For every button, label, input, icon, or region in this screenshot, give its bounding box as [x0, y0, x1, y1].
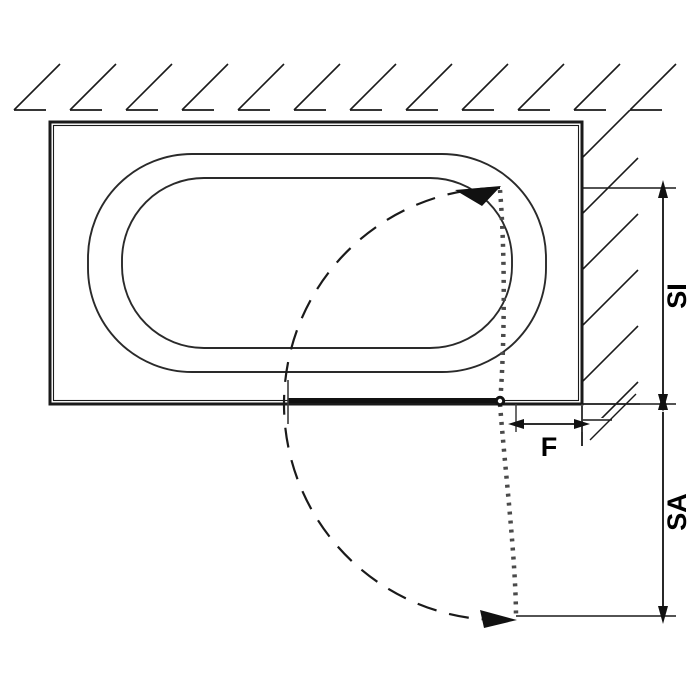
sa-arrowhead-bottom: [658, 606, 668, 624]
si-dimension-label: SI: [662, 283, 692, 309]
sa-dimension-label: SA: [662, 493, 692, 531]
f-arrowhead-right: [574, 419, 590, 429]
screen-open-position-upper: [497, 189, 506, 405]
top-wall-hatching: [13, 63, 677, 111]
screen-swing-arc: [282, 186, 501, 622]
sa-arrowhead-top: [658, 392, 668, 410]
bathtub-rim-contour: [87, 153, 547, 373]
dimension-f: F: [508, 404, 590, 462]
swing-arc-arrowhead-bottom: [480, 610, 517, 628]
screen-pivot-point-center: [497, 398, 503, 404]
screen-open-position-lower: [497, 403, 519, 619]
f-arrowhead-left: [508, 419, 524, 429]
bathtub-basin-contour: [121, 177, 513, 349]
dimension-si: SI: [582, 180, 692, 412]
swing-arc-arrowhead-top: [455, 186, 501, 206]
bathtub-outer-rectangle: [48, 120, 584, 406]
dimension-sa: SA: [516, 392, 692, 624]
f-dimension-label: F: [541, 432, 558, 462]
si-arrowhead-top: [658, 180, 668, 198]
